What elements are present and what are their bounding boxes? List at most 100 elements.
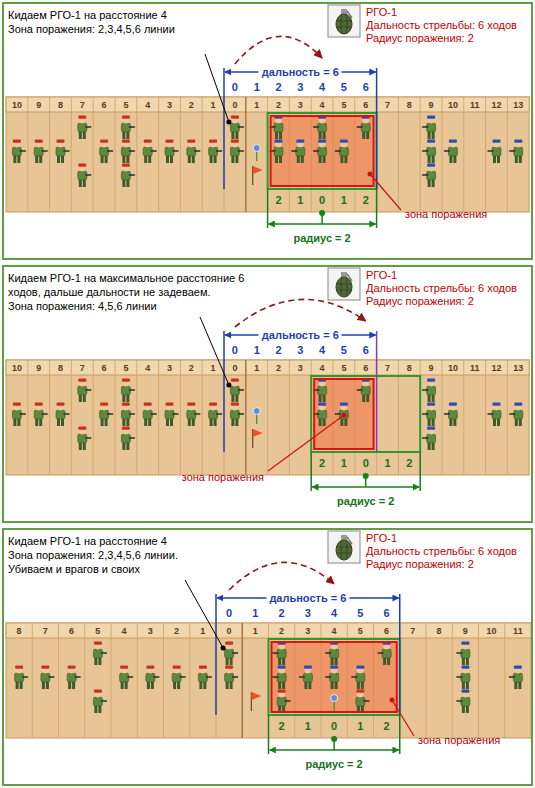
range-limit-line — [399, 594, 401, 715]
soldier-figure — [357, 116, 371, 140]
soldier-head — [210, 404, 217, 411]
soldier-head — [16, 667, 23, 674]
soldier-head — [515, 141, 522, 148]
line-number: 3 — [305, 626, 310, 636]
line-number: 2 — [276, 100, 281, 110]
game-board-panel — [6, 5, 529, 228]
soldier-gun — [42, 413, 48, 415]
soldier-head — [57, 404, 64, 411]
flower — [331, 695, 338, 702]
radius-number: 1 — [341, 457, 347, 470]
soldier-head — [79, 117, 86, 124]
line-number: 7 — [385, 100, 390, 110]
soldier-figure — [422, 403, 436, 427]
line-number: 13 — [513, 363, 523, 373]
soldier-head — [362, 380, 369, 387]
soldier-gun — [101, 700, 107, 702]
soldier-head — [35, 404, 42, 411]
soldier-cap — [68, 666, 76, 669]
soldier-gun — [422, 389, 428, 391]
soldier-cap — [144, 140, 152, 143]
soldier-figure — [230, 379, 244, 403]
cell-divider — [180, 97, 181, 212]
radius-box — [311, 376, 420, 452]
line-number: 5 — [123, 100, 128, 110]
soldier-gun — [456, 700, 462, 702]
soldier-figure — [225, 666, 239, 690]
soldier-figure — [325, 642, 339, 666]
soldier-cap — [493, 403, 501, 406]
soldier-cap — [199, 666, 207, 669]
panel-box: Кидаем РГО-1 на расстояние 4Зона поражен… — [2, 528, 533, 786]
grenade-body — [336, 14, 352, 34]
soldier-cap — [78, 427, 86, 430]
soldier-head — [362, 117, 369, 124]
soldier-gun — [299, 676, 305, 678]
line-number: 5 — [95, 626, 100, 636]
soldier-figure — [456, 666, 470, 690]
soldier-figure — [67, 666, 81, 690]
game-board-panel — [6, 531, 531, 754]
soldier-cap — [100, 140, 108, 143]
cell-divider — [49, 97, 50, 212]
cell-divider — [32, 623, 33, 738]
soldier-figure — [378, 642, 392, 666]
grenade-fuse — [341, 535, 347, 540]
soldier-cap — [146, 666, 154, 669]
cell-divider — [478, 623, 479, 738]
soldier-gun — [422, 437, 428, 439]
soldier-head — [79, 165, 86, 172]
line-number: 11 — [513, 626, 523, 636]
soldier-figure — [187, 403, 201, 427]
radius-label: радиус = 2 — [293, 232, 350, 245]
soldier-head — [493, 141, 500, 148]
damage-zone-outline — [314, 379, 373, 449]
soldier-figure — [444, 403, 458, 427]
soldier-head — [278, 667, 285, 674]
line-number: 3 — [298, 100, 303, 110]
soldier-gun — [151, 413, 157, 415]
zone-leader-dot — [390, 698, 395, 703]
soldier-cap — [78, 379, 86, 382]
soldier-cap — [122, 427, 130, 430]
cell-divider — [426, 623, 427, 738]
radius-number: 1 — [341, 194, 347, 207]
line-number: 7 — [80, 363, 85, 373]
soldier-cap — [144, 403, 152, 406]
soldier-figure — [422, 140, 436, 164]
range-number: 4 — [319, 344, 325, 357]
callout-leader-dot — [226, 120, 231, 125]
soldier-gun — [422, 413, 428, 415]
soldier-figure — [357, 379, 371, 403]
radius-number: 2 — [406, 457, 412, 470]
callout-leader — [200, 317, 229, 385]
radius-number: 2 — [319, 457, 325, 470]
soldier-gun — [42, 150, 48, 152]
impact-dot — [363, 473, 369, 479]
callout-leader-dot — [226, 383, 231, 388]
radius-limit-line — [376, 189, 378, 228]
soldier-gun — [127, 676, 133, 678]
cell-divider — [267, 360, 268, 475]
soldier-gun — [129, 437, 135, 439]
soldier-cap — [225, 642, 233, 645]
soldier-head — [383, 643, 390, 650]
radius-number: 0 — [331, 720, 337, 733]
soldier-gun — [129, 150, 135, 152]
soldier-cap — [13, 140, 21, 143]
line-number: 9 — [36, 100, 41, 110]
soldier-gun — [85, 437, 91, 439]
soldier-head — [188, 141, 195, 148]
zone-label: зона поражения — [418, 734, 500, 747]
soldier-figure — [172, 666, 186, 690]
soldier-gun — [232, 652, 238, 654]
soldier-cap — [427, 140, 435, 143]
soldier-figure — [100, 140, 114, 164]
soldier-head — [231, 141, 238, 148]
soldier-cap — [15, 666, 23, 669]
line-number: 9 — [429, 363, 434, 373]
soldier-head — [210, 141, 217, 148]
line-number: 4 — [145, 100, 150, 110]
soldier-cap — [461, 642, 469, 645]
soldier-head — [173, 667, 180, 674]
